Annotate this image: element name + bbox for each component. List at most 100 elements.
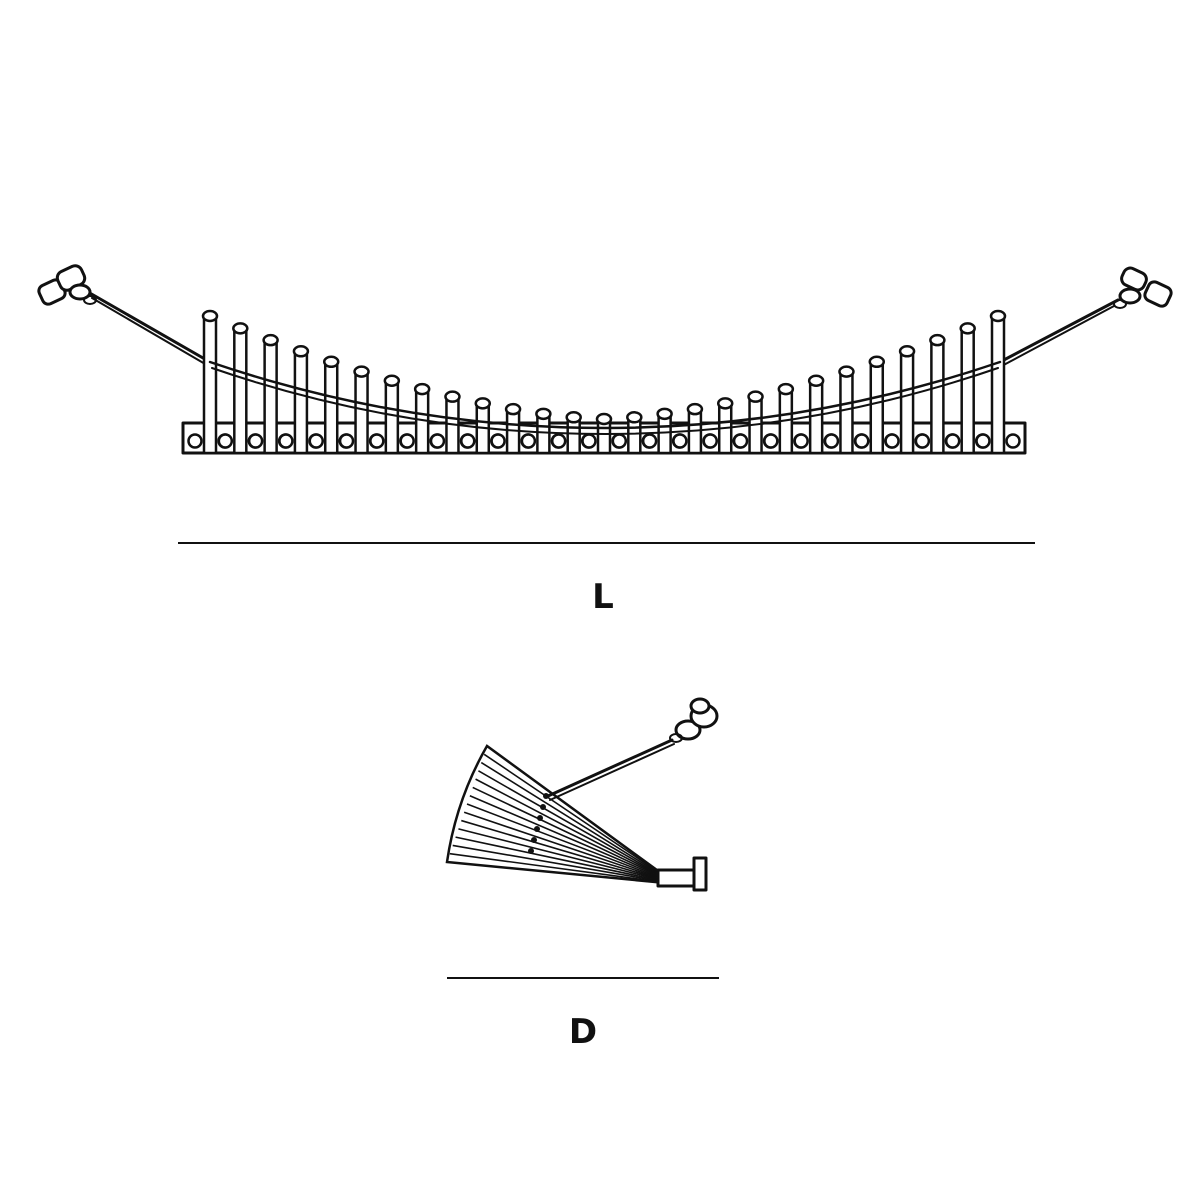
post-cap: [201, 309, 219, 323]
side-view: [445, 697, 719, 892]
post-cap: [383, 374, 401, 387]
post: [202, 314, 218, 455]
left-carabiner-icon: [37, 264, 97, 306]
side-base-block: [656, 856, 708, 892]
post-cap: [838, 365, 855, 378]
post: [354, 370, 369, 455]
post-cap: [474, 397, 492, 410]
post-cap: [807, 374, 825, 387]
fan-slat: [478, 770, 677, 885]
fan-slat: [458, 828, 677, 885]
base-peg: [490, 433, 506, 449]
post: [293, 350, 309, 455]
base-peg: [975, 433, 991, 449]
post: [930, 338, 945, 455]
posts: [201, 309, 1007, 455]
base-peg: [611, 433, 628, 449]
fan-attachment-dot: [537, 815, 543, 821]
base-peg: [550, 433, 567, 449]
post-cap: [595, 412, 613, 426]
fan-slat: [452, 844, 677, 885]
post: [899, 350, 915, 455]
fan-slat: [480, 761, 677, 885]
fan-slat: [455, 836, 677, 885]
base-pegs: [187, 433, 1021, 449]
base-peg: [369, 433, 385, 449]
post-cap: [868, 355, 886, 369]
post: [960, 327, 975, 455]
post-cap: [444, 390, 461, 403]
length-label: L: [592, 577, 614, 617]
fan-attachment-dot: [528, 848, 534, 854]
base-peg: [460, 433, 476, 449]
post-cap: [898, 345, 916, 358]
base-peg: [914, 433, 931, 449]
post-cap: [353, 365, 370, 378]
post: [384, 379, 400, 455]
left-suspension: [37, 264, 213, 369]
post-cap: [504, 402, 522, 416]
sag-rope-lower: [211, 367, 999, 435]
depth-label: D: [569, 1012, 597, 1052]
base-peg: [399, 433, 415, 449]
base-peg: [217, 433, 234, 449]
post: [839, 370, 854, 455]
post-cap: [929, 333, 946, 347]
base-peg: [187, 433, 203, 449]
fan-slat: [483, 753, 677, 885]
right-carabiner-icon: [1113, 266, 1173, 309]
fan-slat: [475, 778, 677, 885]
post: [233, 327, 248, 455]
post-cap: [626, 411, 643, 424]
base-peg: [884, 433, 900, 449]
post-cap: [989, 309, 1007, 323]
fan-attachment-dot: [543, 793, 549, 799]
base-peg: [763, 433, 779, 449]
base-peg: [1005, 433, 1021, 449]
post: [263, 338, 278, 455]
side-carabiner-icon: [669, 697, 719, 743]
post-cap: [535, 407, 552, 421]
front-view: [37, 264, 1173, 455]
post-cap: [565, 411, 582, 424]
base-peg: [823, 433, 840, 449]
post-cap: [777, 382, 795, 396]
post-cap: [322, 355, 340, 369]
post-cap: [747, 390, 764, 403]
base-peg: [581, 433, 597, 449]
fan-slat: [466, 803, 677, 885]
side-fan: [445, 744, 681, 886]
base-peg: [429, 433, 446, 449]
post-cap: [716, 397, 734, 410]
fan-slat: [449, 852, 677, 885]
base-peg: [854, 433, 870, 449]
post-cap: [232, 322, 249, 335]
post: [323, 360, 339, 455]
base-peg: [732, 433, 749, 449]
base-peg: [520, 433, 537, 449]
base-peg: [278, 433, 294, 449]
base-peg: [944, 433, 961, 449]
base-peg: [702, 433, 718, 449]
fan-slat: [472, 786, 677, 885]
base-peg: [308, 433, 324, 449]
base-peg: [641, 433, 658, 449]
post-cap: [686, 402, 704, 416]
base-peg: [672, 433, 688, 449]
post-cap: [959, 322, 976, 335]
post: [990, 314, 1006, 455]
fan-attachment-dot: [531, 837, 537, 843]
base-peg: [338, 433, 355, 449]
fan-attachment-dot: [540, 804, 546, 810]
fan-outline: [445, 744, 681, 886]
post-cap: [413, 382, 431, 396]
right-suspension: [997, 266, 1173, 369]
post: [869, 360, 885, 455]
fan-slat: [461, 819, 677, 885]
sag-rope-upper: [208, 360, 1002, 430]
fan-slat: [469, 794, 677, 885]
base-peg: [793, 433, 809, 449]
base-peg: [247, 433, 264, 449]
fan-attachment-dot: [534, 826, 540, 832]
